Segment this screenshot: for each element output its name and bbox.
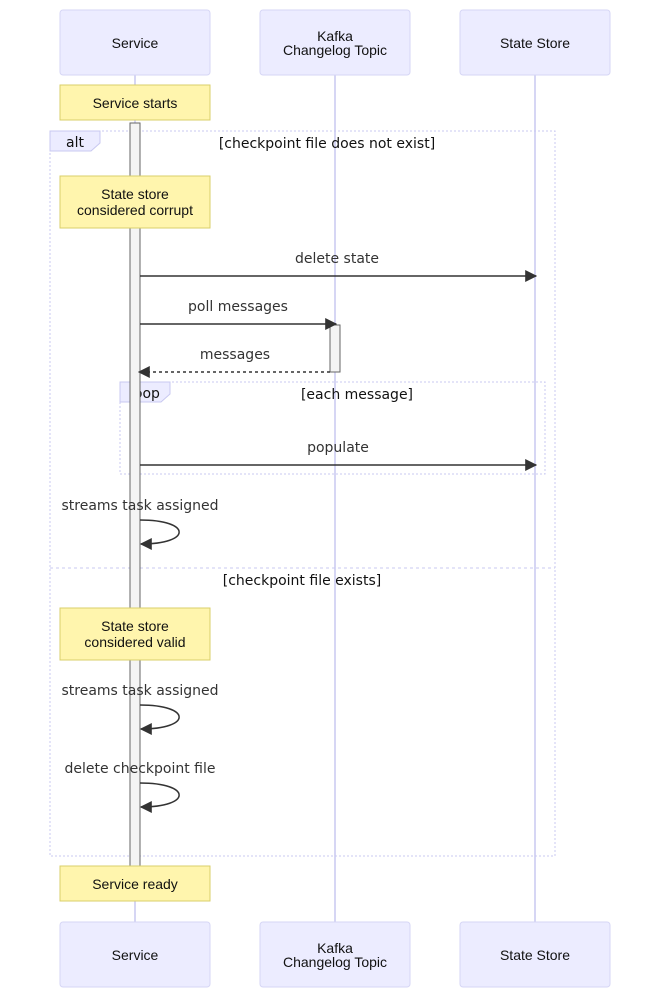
kafka-activation-bar — [329, 324, 341, 373]
note-text: Service starts — [93, 95, 178, 111]
participant-service-top: Service — [59, 9, 211, 76]
self-message-streams-task-assigned-1: streams task assigned — [61, 498, 219, 550]
self-arrow — [139, 519, 180, 550]
participant-label: State Store — [500, 947, 570, 963]
alt-frame: alt [checkpoint file does not exist] [ch… — [49, 130, 556, 857]
participant-box — [59, 9, 211, 76]
message-label: delete state — [295, 251, 379, 267]
message-messages-reply: messages — [137, 347, 330, 378]
alt-frame-tab — [49, 130, 101, 152]
service-activation-bar — [129, 122, 141, 868]
participant-service-bottom: Service — [59, 921, 211, 988]
participant-box — [259, 9, 411, 76]
message-poll-messages: poll messages — [140, 299, 338, 330]
message-label: messages — [200, 347, 270, 363]
self-message-delete-checkpoint-file: delete checkpoint file — [64, 761, 216, 813]
self-arrow — [139, 782, 180, 813]
note-box — [59, 865, 211, 902]
note-service-starts: Service starts — [59, 84, 211, 121]
note-text-line2: considered valid — [84, 634, 185, 650]
note-service-ready: Service ready — [59, 865, 211, 902]
participant-box — [459, 9, 611, 76]
note-text: Service ready — [92, 876, 178, 892]
participant-state-store-bottom: State Store — [459, 921, 611, 988]
note-state-store-valid: State store considered valid — [59, 607, 211, 661]
note-state-store-corrupt: State store considered corrupt — [59, 175, 211, 229]
participant-label: Service — [112, 947, 159, 963]
participant-box — [259, 921, 411, 988]
participant-label-line1: Kafka — [317, 28, 353, 44]
message-populate: populate — [140, 440, 538, 471]
alt-else-condition: [checkpoint file exists] — [223, 573, 381, 589]
alt-frame-label: alt — [66, 135, 84, 151]
message-label: streams task assigned — [61, 498, 218, 514]
participant-label: Service — [112, 35, 159, 51]
message-label: populate — [307, 440, 369, 456]
self-message-streams-task-assigned-2: streams task assigned — [61, 683, 219, 735]
message-delete-state: delete state — [140, 251, 538, 282]
note-text-line1: State store — [101, 186, 169, 202]
participant-label-line2: Changelog Topic — [283, 42, 387, 58]
loop-frame: loop [each message] — [119, 381, 546, 475]
alt-frame-box — [49, 130, 556, 857]
participant-kafka-top: Kafka Changelog Topic — [259, 9, 411, 76]
message-label: poll messages — [188, 299, 288, 315]
participant-state-store-top: State Store — [459, 9, 611, 76]
message-label: streams task assigned — [61, 683, 218, 699]
note-box — [59, 175, 211, 229]
alt-frame-condition: [checkpoint file does not exist] — [219, 136, 435, 152]
participant-label-line1: Kafka — [317, 940, 353, 956]
loop-frame-condition: [each message] — [301, 387, 413, 403]
participant-box — [459, 921, 611, 988]
message-label: delete checkpoint file — [64, 761, 215, 777]
note-text-line1: State store — [101, 618, 169, 634]
participant-label-line2: Changelog Topic — [283, 954, 387, 970]
self-arrow — [139, 704, 180, 735]
participant-box — [59, 921, 211, 988]
participant-label: State Store — [500, 35, 570, 51]
loop-frame-box — [119, 381, 546, 475]
note-box — [59, 84, 211, 121]
participant-kafka-bottom: Kafka Changelog Topic — [259, 921, 411, 988]
note-box — [59, 607, 211, 661]
note-text-line2: considered corrupt — [77, 202, 193, 218]
